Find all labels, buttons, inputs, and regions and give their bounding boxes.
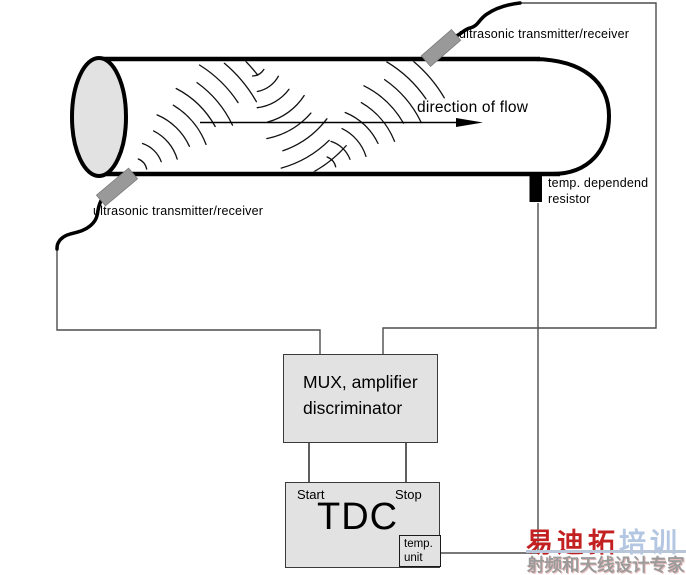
temp-unit-line2: unit	[404, 551, 423, 564]
ultrasound-wavefront-arc	[266, 112, 312, 140]
resistor-label-line2: resistor	[548, 191, 591, 206]
top-transducer-label: ultrasonic transmitter/receiver	[459, 27, 630, 41]
bottom-transducer-label: ultrasonic transmitter/receiver	[93, 204, 264, 218]
tdc-start-label: Start	[297, 487, 325, 502]
ultrasound-wavefront-arc	[330, 140, 351, 160]
temp-resistor-block	[529, 172, 542, 202]
ultrasound-wavefront-arc	[196, 81, 234, 126]
transducer-top	[420, 29, 462, 67]
cable-bottom-transducer	[55, 197, 104, 251]
temp-unit-line1: temp.	[404, 538, 433, 550]
flow-arrow-head	[456, 118, 483, 127]
wire-bottom-transducer-to-mux	[56, 248, 321, 354]
ultrasound-wavefront-arc	[326, 156, 337, 168]
ultrasound-wavefront-arc	[312, 145, 347, 172]
ultrasound-wavefront-arc	[156, 114, 191, 147]
ultrasound-wavefront-arc	[363, 85, 405, 124]
wire-top-transducer-to-mux	[382, 2, 657, 354]
ultrasound-wavefronts	[137, 61, 445, 172]
mux-box-line2: discriminator	[303, 398, 403, 418]
ultrasound-wavefront-arc	[141, 142, 162, 163]
ultrasound-wavefront-arc	[280, 139, 330, 169]
ultrasound-wavefront-arc	[223, 62, 258, 103]
ultrasound-wavefront-arc	[244, 61, 259, 76]
ultrasound-wavefront-arc	[256, 88, 290, 109]
resistor-label: temp. dependend resistor	[548, 176, 648, 207]
resistor-label-line1: temp. dependend	[548, 176, 649, 190]
tdc-box: Start Stop TDC	[285, 482, 440, 568]
ultrasound-wavefront-arc	[152, 130, 178, 160]
ultrasound-wavefront-arc	[412, 61, 445, 99]
ultrasound-wavefront-arc	[341, 127, 367, 158]
ultrasound-wavefront-arc	[137, 158, 148, 170]
flow-direction-label: direction of flow	[417, 99, 529, 116]
ultrasound-wavefront-arc	[386, 61, 427, 100]
temp-unit-box: temp. unit	[399, 535, 441, 567]
pipe-right-cap	[534, 57, 612, 176]
tdc-title: TDC	[317, 496, 399, 538]
ultrasound-wavefront-arc	[256, 75, 280, 93]
cable-top-transducer	[449, 1, 522, 39]
ultrasound-wavefront-arc	[282, 118, 328, 152]
wire-resistor-to-temp-unit	[441, 203, 539, 554]
tdc-stop-label: Stop	[395, 487, 422, 502]
mux-box-line1: MUX, amplifier	[303, 372, 418, 392]
ultrasound-wavefront-arc	[383, 78, 422, 123]
ultrasound-wavefront-arc	[344, 111, 379, 145]
ultrasound-wavefront-arc	[172, 104, 207, 146]
ultrasound-wavefront-arc	[267, 94, 305, 123]
mux-amplifier-box: MUX, amplifier discriminator	[283, 354, 438, 443]
ultrasound-wavefront-arc	[251, 68, 265, 77]
transducer-bottom	[95, 167, 139, 207]
ultrasound-wavefront-arc	[175, 87, 216, 128]
ultrasound-wavefront-arc	[360, 101, 396, 142]
pipe-left-cap	[70, 56, 128, 178]
ultrasound-wavefront-arc	[198, 64, 239, 104]
